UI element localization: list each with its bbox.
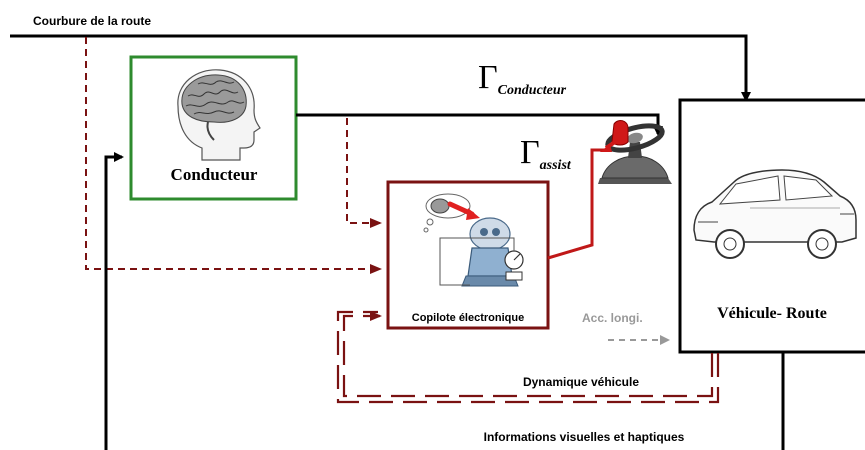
driver-to-copilot-dashed — [346, 118, 382, 228]
visual-haptic-line — [104, 157, 785, 450]
robot-copilot-icon — [423, 193, 524, 287]
vehicle-dynamics-feedback — [336, 310, 720, 404]
gamma-driver-label: ΓConducteur — [478, 59, 567, 98]
long-acc-label: Acc. longi. — [582, 311, 643, 325]
copilot-label: Copilote électronique — [412, 312, 524, 324]
driver-torque-line — [296, 113, 663, 136]
gamma-assist-label: Γassist — [520, 134, 572, 173]
road-curvature-label: Courbure de la route — [33, 14, 151, 28]
visual-haptic-label: Informations visuelles et haptiques — [484, 430, 685, 444]
brain-head-icon — [177, 69, 261, 161]
road-curvature-line — [10, 34, 751, 102]
road-curvature-to-copilot-dashed — [85, 37, 382, 274]
driver-label: Conducteur — [171, 165, 258, 184]
car-icon — [693, 169, 857, 259]
steering-wheel-icon — [598, 120, 672, 184]
vehicle-road-label: Véhicule- Route — [717, 305, 827, 322]
vehicle-dynamics-label: Dynamique véhicule — [523, 375, 639, 389]
